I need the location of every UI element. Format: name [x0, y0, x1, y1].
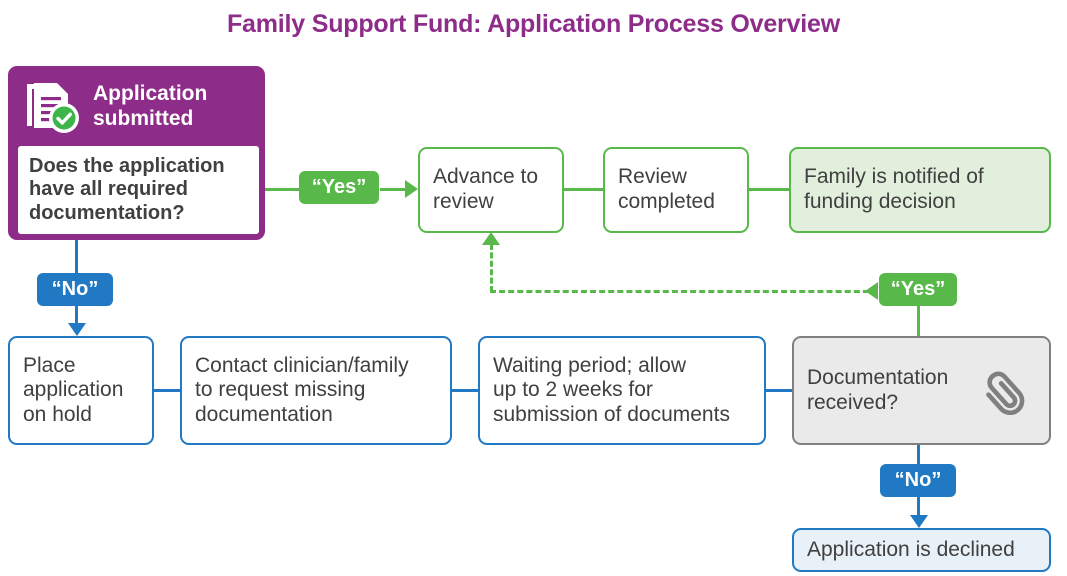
label-no-bottom-text: “No”: [894, 469, 942, 491]
waiting-period-label: Waiting period; allow up to 2 weeks for …: [493, 353, 730, 426]
documents-check-icon: [23, 79, 83, 135]
connector-purple-to-yes: [265, 188, 305, 191]
arrowhead-return-left: [865, 282, 878, 300]
advance-to-review-label: Advance to review: [433, 165, 539, 213]
application-question-box: Does the application have all required d…: [18, 146, 259, 234]
connector-review-to-family-notified: [749, 188, 789, 191]
arrowhead-to-declined: [910, 515, 928, 528]
label-yes-top-text: “Yes”: [311, 176, 367, 198]
connector-yes-to-advance: [380, 188, 413, 191]
label-yes-return-text: “Yes”: [890, 278, 946, 300]
connector-documentation-to-no: [917, 444, 920, 465]
arrowhead-to-advance-review: [405, 180, 418, 198]
connector-no-to-declined: [917, 497, 920, 519]
application-submitted-header: Application submitted: [10, 68, 263, 146]
place-on-hold-label: Place application on hold: [23, 353, 124, 426]
return-path-horizontal-dashed: [490, 290, 878, 293]
connector-contact-to-waiting: [452, 389, 478, 392]
application-submitted-label: Application submitted: [93, 82, 208, 130]
connector-hold-to-contact: [154, 389, 180, 392]
label-yes-return: “Yes”: [879, 273, 957, 306]
node-family-notified[interactable]: Family is notified of funding decision: [789, 147, 1051, 233]
documentation-received-label: Documentation received?: [807, 365, 949, 414]
label-no-bottom: “No”: [880, 464, 956, 497]
connector-advance-to-review-completed: [564, 188, 604, 191]
node-advance-to-review[interactable]: Advance to review: [418, 147, 564, 233]
label-no-left: “No”: [37, 273, 113, 306]
node-contact-clinician[interactable]: Contact clinician/family to request miss…: [180, 336, 452, 445]
node-documentation-received[interactable]: Documentation received?: [792, 336, 1051, 445]
family-notified-label: Family is notified of funding decision: [804, 165, 984, 213]
label-yes-top: “Yes”: [299, 171, 379, 204]
connector-purple-to-no: [75, 240, 78, 275]
node-place-on-hold[interactable]: Place application on hold: [8, 336, 154, 445]
page-title: Family Support Fund: Application Process…: [226, 10, 840, 38]
arrowhead-to-place-on-hold: [68, 323, 86, 336]
review-completed-label: Review completed: [618, 165, 715, 213]
connector-no-to-place-on-hold: [75, 306, 78, 328]
node-application-declined[interactable]: Application is declined: [792, 528, 1051, 572]
node-application-submitted[interactable]: Application submitted Does the applicati…: [8, 66, 265, 240]
node-waiting-period[interactable]: Waiting period; allow up to 2 weeks for …: [478, 336, 766, 445]
return-path-vertical-dashed: [490, 244, 493, 292]
arrowhead-return-up-to-advance: [482, 232, 500, 245]
connector-documentation-to-yes: [917, 306, 920, 336]
node-review-completed[interactable]: Review completed: [603, 147, 749, 233]
paperclip-icon: [980, 365, 1032, 417]
contact-clinician-label: Contact clinician/family to request miss…: [195, 353, 409, 426]
label-no-left-text: “No”: [51, 278, 99, 300]
connector-waiting-to-documentation: [766, 389, 792, 392]
application-declined-label: Application is declined: [807, 537, 1015, 561]
application-question-label: Does the application have all required d…: [29, 154, 225, 224]
